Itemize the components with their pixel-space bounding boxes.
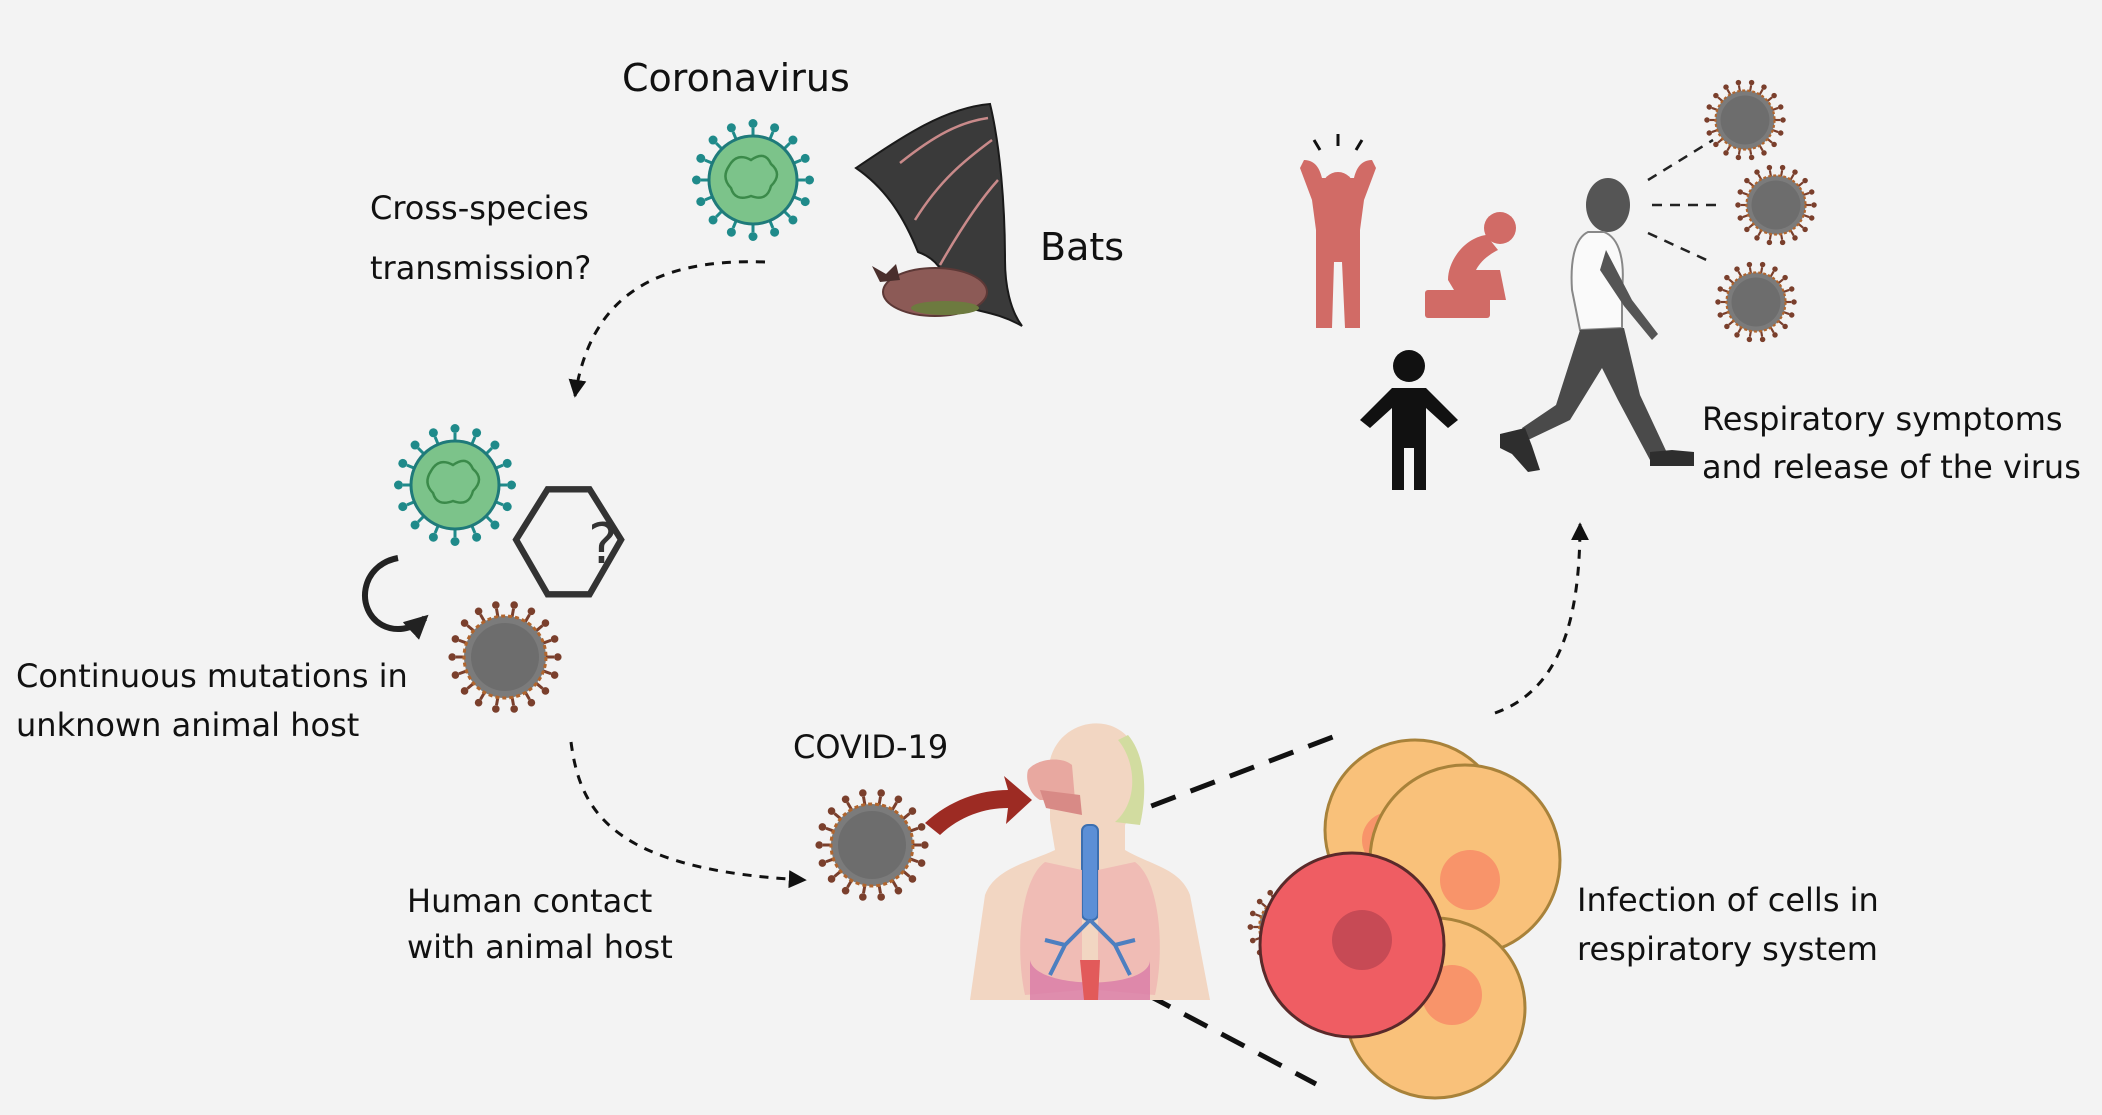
bats-label: Bats (1040, 225, 1125, 269)
human-contact-label-line-2: with animal host (407, 928, 673, 966)
symptoms-label-line-2: and release of the virus (1702, 448, 2081, 486)
symptoms-label-line-1: Respiratory symptoms (1702, 400, 2063, 438)
transmission-arrow-icon (925, 776, 1032, 835)
respiratory-cells-icon (1258, 738, 1562, 1100)
coronavirus-red-icon (1735, 164, 1817, 246)
coronavirus-label: Coronavirus (622, 56, 850, 100)
coronavirus-green-icon (394, 424, 516, 546)
distressed-person-icon (1300, 134, 1376, 328)
human-respiratory-system-icon (970, 723, 1210, 1000)
cross-species-label-line-1: Cross-species (370, 189, 589, 227)
coronavirus-red-icon (448, 601, 562, 713)
mutations-label-line-1: Continuous mutations in (16, 657, 408, 695)
emission-line-3 (1647, 231, 1714, 265)
emission-line-1 (1647, 138, 1714, 182)
arrow-host-to-human (569, 741, 807, 889)
standing-person-icon (1360, 350, 1458, 490)
zoom-line-top (1111, 732, 1339, 824)
coronavirus-red-icon (1704, 79, 1786, 161)
infection-label-line-2: respiratory system (1577, 930, 1878, 968)
question-hexagon-icon (512, 486, 625, 598)
arrow-infection-to-symptoms (1494, 522, 1589, 715)
covid-label: COVID-19 (793, 728, 949, 766)
coronavirus-red-icon (815, 789, 929, 901)
bat-icon (854, 102, 1023, 327)
coronavirus-green-icon (692, 119, 814, 241)
human-contact-label-line-1: Human contact (407, 882, 653, 920)
walking-man-icon (1500, 178, 1694, 472)
sitting-sad-person-icon (1425, 212, 1516, 318)
coronavirus-red-icon (1715, 261, 1797, 343)
infection-label-line-1: Infection of cells in (1577, 881, 1879, 919)
mutations-label-line-2: unknown animal host (16, 706, 360, 744)
question-mark: ? (588, 512, 618, 577)
curved-arrow-icon (362, 555, 429, 640)
cross-species-label-line-2: transmission? (370, 249, 592, 287)
arrow-bat-to-host (568, 260, 766, 398)
